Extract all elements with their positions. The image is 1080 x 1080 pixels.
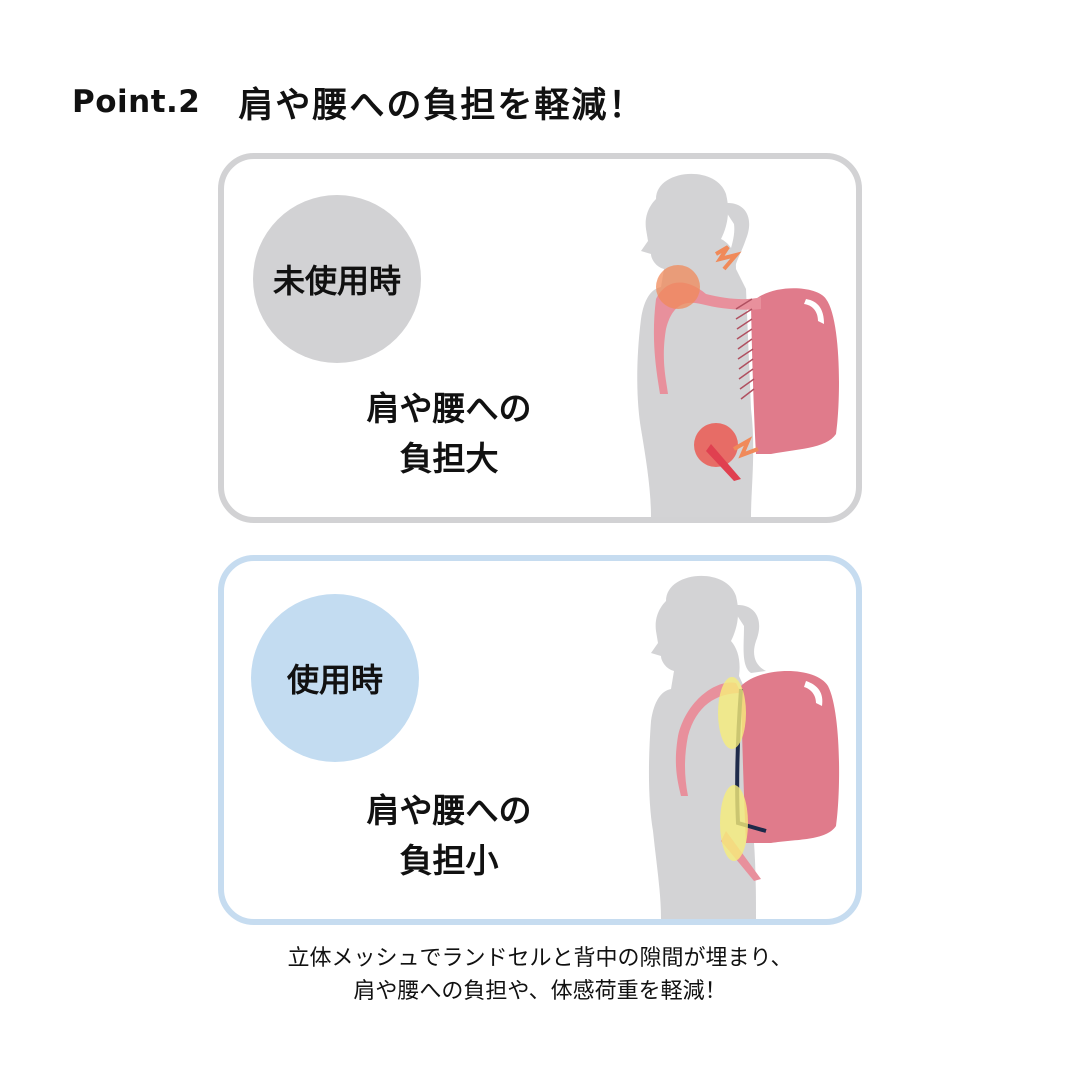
lightning-icon	[733, 436, 759, 459]
status-badge-unused: 未使用時	[253, 195, 421, 363]
waist-relief-highlight-icon	[720, 785, 748, 861]
girl-backpack-strain-illustration	[637, 173, 839, 517]
page-headline: 肩や腰への負担を軽減！	[238, 85, 646, 126]
waist-pain-icon	[694, 423, 738, 467]
lightning-icon	[714, 245, 742, 271]
burden-caption-small: 肩や腰への 負担小	[324, 786, 574, 886]
footer-description: 立体メッシュでランドセルと背中の隙間が埋まり、 肩や腰への負担や、体感荷重を軽減…	[0, 942, 1080, 1008]
point-label: Point.2	[72, 84, 201, 120]
caption-line-2: 負担大	[399, 439, 499, 478]
panel-with-mesh: 使用時 肩や腰への 負担小	[218, 555, 862, 925]
caption-line-1: 肩や腰への	[366, 389, 532, 428]
shoulder-relief-highlight-icon	[718, 677, 746, 749]
caption-line-2: 負担小	[399, 841, 499, 880]
panel-without-mesh: 未使用時 肩や腰への 負担大	[218, 153, 862, 523]
girl-backpack-mesh-illustration	[648, 575, 840, 919]
strap-bottom-icon	[706, 444, 741, 481]
gap-hatch-icon	[735, 298, 755, 400]
title-row: Point.2 肩や腰への負担を軽減！	[72, 78, 645, 126]
shoulder-pain-icon	[656, 265, 700, 309]
caption-line-1: 肩や腰への	[366, 791, 532, 830]
footer-line-2: 肩や腰への負担や、体感荷重を軽減！	[353, 979, 727, 1004]
status-badge-used: 使用時	[251, 594, 419, 762]
footer-line-1: 立体メッシュでランドセルと背中の隙間が埋まり、	[287, 946, 793, 971]
burden-caption-large: 肩や腰への 負担大	[324, 384, 574, 484]
